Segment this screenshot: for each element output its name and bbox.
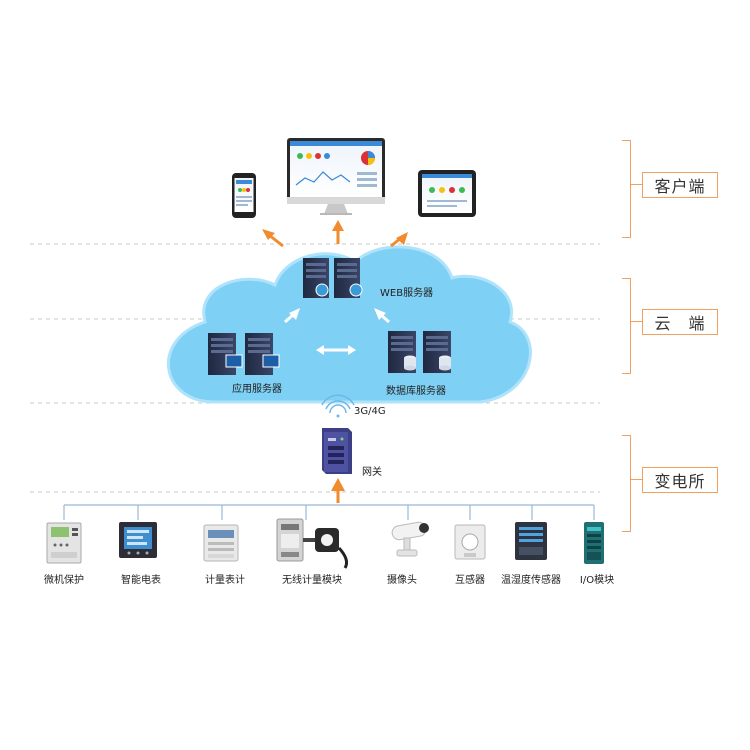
- device-label: 互感器: [455, 575, 485, 586]
- desktop-monitor-icon: [287, 138, 385, 215]
- arrow-head: [262, 229, 275, 240]
- tablet-icon: [418, 170, 476, 217]
- gateway-label: 网关: [362, 467, 382, 478]
- device-label: 摄像头: [387, 575, 417, 586]
- phone-icon: [232, 173, 256, 218]
- web-server-icon: [303, 258, 363, 298]
- substation-zone-connector: [630, 479, 642, 480]
- device-label: I/O模块: [579, 575, 615, 586]
- client-zone-label: 客户端: [642, 172, 718, 198]
- device-label: 智能电表: [121, 575, 161, 586]
- database-server-label: 数据库服务器: [386, 386, 446, 397]
- device-label: 无线计量模块: [282, 575, 342, 586]
- gateway-icon: [322, 428, 352, 474]
- temperature-humidity-sensor-icon: [515, 522, 547, 560]
- current-transformer-icon: [454, 524, 486, 560]
- device-label: 温湿度传感器: [501, 575, 561, 586]
- arrow-head: [332, 220, 344, 231]
- app-server-label: 应用服务器: [232, 384, 282, 395]
- link-label: 3G/4G: [354, 406, 386, 417]
- camera-icon: [391, 521, 429, 557]
- device-label: 计量表计: [205, 575, 245, 586]
- device-label: 微机保护: [44, 575, 84, 586]
- wireless-meter-module-icon: [276, 518, 348, 569]
- device-bus: [63, 504, 595, 520]
- wifi-signal-icon: [321, 394, 355, 418]
- web-server-label: WEB服务器: [380, 288, 434, 299]
- client-zone-connector: [630, 184, 642, 185]
- client-zone-bracket: [622, 140, 631, 238]
- io-module-icon: [584, 522, 604, 564]
- database-server-icon: [388, 331, 451, 373]
- substation-zone-label: 变电所: [642, 467, 718, 493]
- smart-meter-icon: [119, 522, 157, 558]
- arrow-to-phone: [268, 233, 284, 248]
- arrow-head: [331, 478, 345, 491]
- arrow-head: [396, 232, 408, 245]
- cloud-zone-connector: [630, 321, 642, 322]
- cloud-zone-bracket: [622, 278, 631, 374]
- protection-relay-icon: [46, 522, 82, 564]
- substation-zone-bracket: [622, 435, 631, 532]
- app-server-icon: [208, 333, 280, 375]
- internal-arrows: [284, 308, 390, 355]
- energy-meter-icon: [203, 524, 239, 562]
- upload-arrows: [262, 220, 408, 503]
- cloud-zone-label: 云 端: [642, 309, 718, 335]
